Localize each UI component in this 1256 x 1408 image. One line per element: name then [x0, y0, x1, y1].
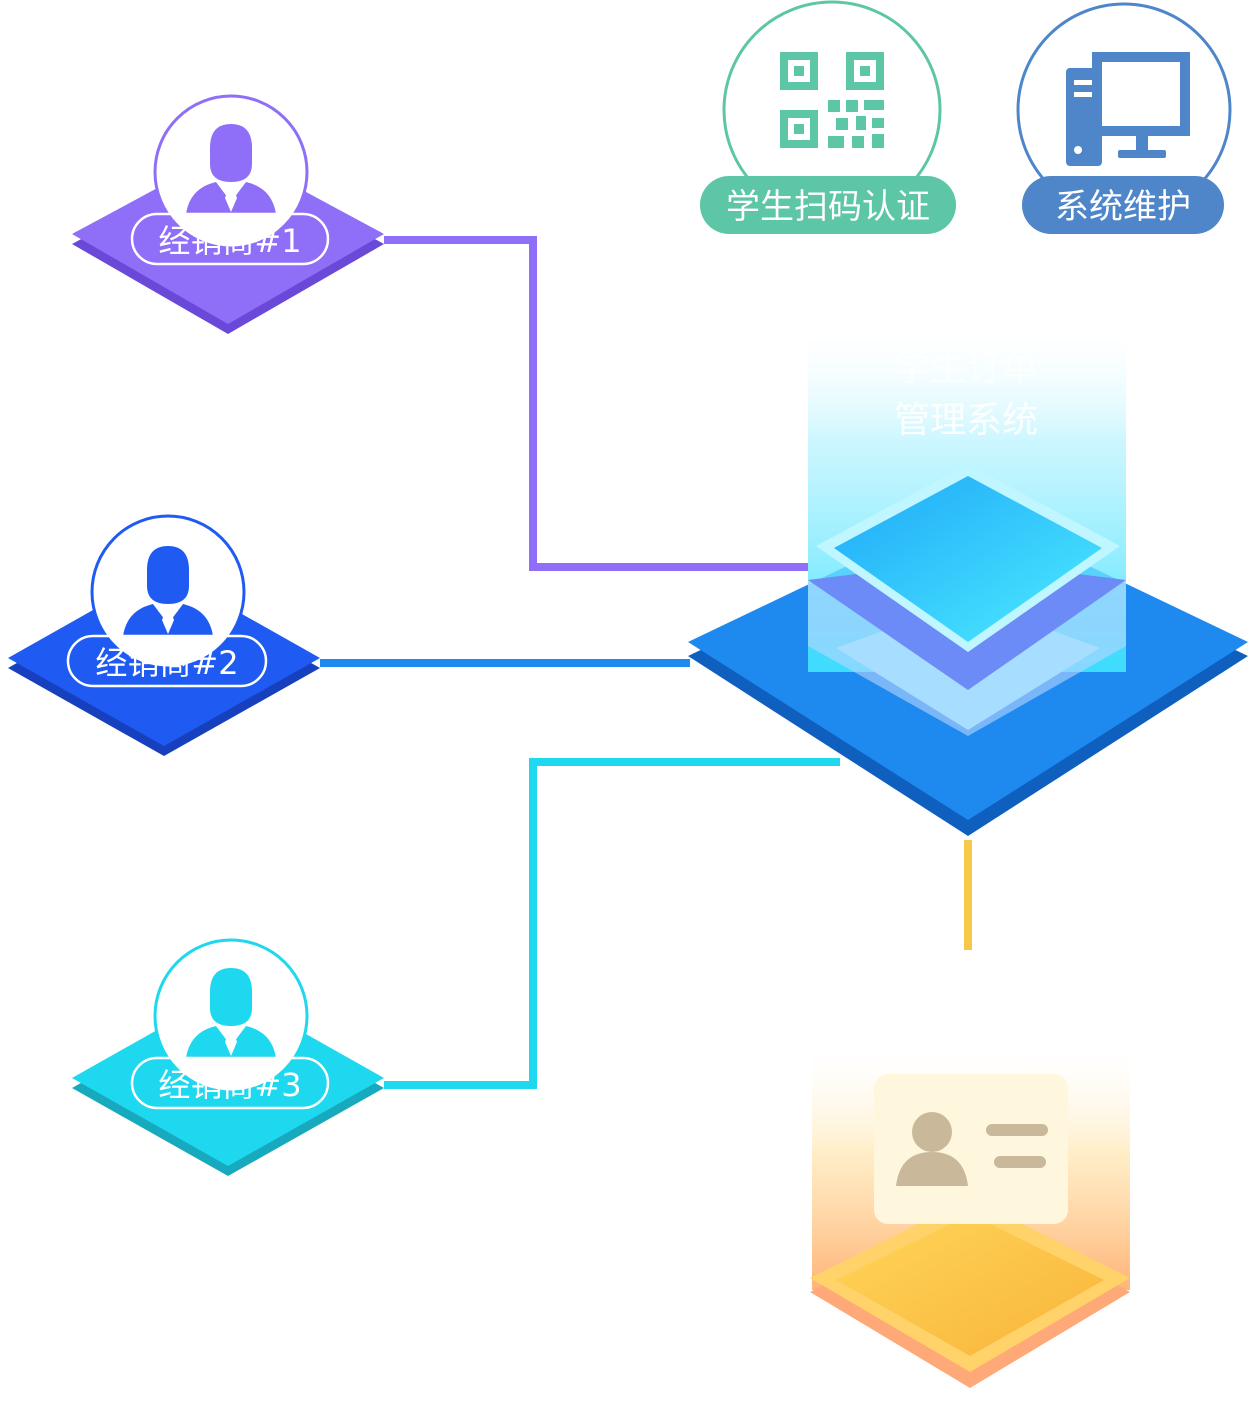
feature-label: 系统维护	[1055, 187, 1191, 227]
connector-d3	[384, 758, 840, 1089]
distributor-label: 经销商#2	[95, 644, 238, 682]
id-card-icon	[874, 1074, 1068, 1224]
distributor-label: 经销商#3	[158, 1066, 301, 1104]
bottom-node	[810, 1040, 1130, 1388]
qr-code-icon	[780, 52, 884, 148]
connector-lines	[320, 236, 972, 1089]
central-system-title: 学生订单	[894, 348, 1038, 389]
feature-label: 学生扫码认证	[726, 187, 930, 227]
distributor-2: 经销商#2	[8, 514, 320, 756]
distributor-3: 经销商#3	[72, 938, 384, 1176]
central-system-title-line2: 管理系统	[894, 400, 1038, 441]
computer-icon	[1066, 52, 1190, 166]
person-icon	[123, 546, 213, 636]
person-icon	[186, 124, 276, 214]
feature-qr-scan: 学生扫码认证	[700, 0, 956, 234]
person-icon	[186, 968, 276, 1058]
connector-d1	[384, 236, 808, 571]
distributor-1: 经销商#1	[72, 94, 384, 334]
central-system: 学生订单 管理系统	[688, 320, 1248, 836]
feature-system-maintenance: 系统维护	[1016, 2, 1232, 234]
distributor-label: 经销商#1	[158, 222, 301, 260]
